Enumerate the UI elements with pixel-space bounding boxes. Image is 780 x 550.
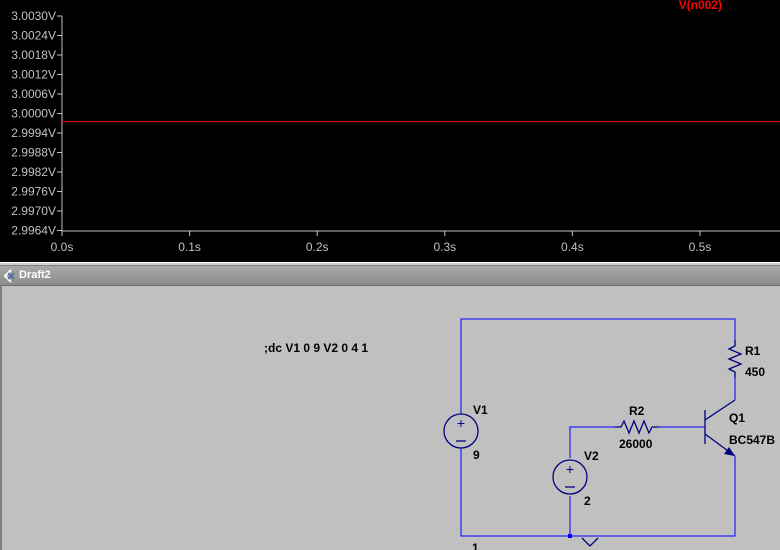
- plus-sign-icon: +: [457, 415, 465, 431]
- emitter-arrow-icon: [724, 447, 735, 456]
- q1-model[interactable]: BC547B: [729, 433, 775, 447]
- trace-label[interactable]: V(n002): [679, 0, 722, 12]
- r2-value[interactable]: 26000: [619, 437, 653, 451]
- y-tick-label: 3.0006V: [11, 87, 56, 101]
- draft-titlebar[interactable]: Draft2: [0, 266, 780, 286]
- junction-dot: [568, 534, 572, 538]
- x-tick-label: 0.0s: [51, 240, 74, 254]
- y-tick-label: 3.0018V: [11, 48, 56, 62]
- x-axis: 0.0s 0.1s 0.2s 0.3s 0.4s 0.5s: [51, 230, 780, 254]
- y-axis: 3.0030V 3.0024V 3.0018V 3.0012V 3.0006V 3.000…: [11, 9, 63, 238]
- x-tick-label: 0.5s: [689, 240, 712, 254]
- r2-name[interactable]: R2: [629, 404, 645, 418]
- resistor-r1[interactable]: R1 450: [727, 340, 765, 379]
- y-tick-label: 2.9976V: [11, 185, 56, 199]
- transistor-q1[interactable]: Q1 BC547B: [704, 399, 775, 457]
- spice-directive[interactable]: ;dc V1 0 9 V2 0 4 1: [264, 341, 368, 355]
- draft-title: Draft2: [19, 269, 51, 281]
- schematic-icon: [3, 269, 15, 283]
- wires[interactable]: [460, 318, 736, 537]
- voltage-source-v2[interactable]: + V2 2: [552, 449, 599, 508]
- x-tick-label: 0.3s: [433, 240, 456, 254]
- v2-name[interactable]: V2: [584, 449, 599, 463]
- y-tick-label: 3.0012V: [11, 68, 56, 82]
- resistor-r2[interactable]: R2 26000: [615, 404, 659, 451]
- v1-value[interactable]: 9: [473, 448, 480, 462]
- plus-sign-icon: +: [566, 461, 574, 477]
- v1-name[interactable]: V1: [473, 403, 488, 417]
- voltage-source-v1[interactable]: + V1 9: [443, 403, 488, 462]
- x-tick-label: 0.1s: [178, 240, 201, 254]
- schematic-editor[interactable]: ;dc V1 0 9 V2 0 4 1 + V1 9 + V2 2: [0, 286, 780, 550]
- schematic-canvas[interactable]: ;dc V1 0 9 V2 0 4 1 + V1 9 + V2 2: [2, 286, 780, 550]
- y-tick-label: 2.9994V: [11, 126, 56, 140]
- y-tick-label: 2.9988V: [11, 146, 56, 160]
- v2-value[interactable]: 2: [584, 494, 591, 508]
- wire-bottom[interactable]: [460, 448, 736, 537]
- r1-value[interactable]: 450: [745, 365, 765, 379]
- y-tick-label: 3.0030V: [11, 9, 56, 23]
- y-tick-label: 2.9970V: [11, 204, 56, 218]
- y-tick-label: 3.0024V: [11, 29, 56, 43]
- ground-symbol-icon[interactable]: [581, 537, 599, 547]
- q1-name[interactable]: Q1: [729, 411, 745, 425]
- x-tick-label: 0.2s: [306, 240, 329, 254]
- r1-name[interactable]: R1: [745, 344, 761, 358]
- y-tick-label: 2.9964V: [11, 224, 56, 238]
- y-tick-label: 3.0000V: [11, 107, 56, 121]
- y-tick-label: 2.9982V: [11, 165, 56, 179]
- pane-splitter[interactable]: [0, 262, 780, 266]
- waveform-plot[interactable]: V(n002) 3.0030V3.0024V3.0018V3.0012V3.00…: [0, 0, 780, 262]
- net-label[interactable]: 1: [472, 541, 479, 550]
- wire-top[interactable]: [460, 318, 736, 413]
- wire-v2-r2[interactable]: [569, 426, 615, 458]
- x-tick-label: 0.4s: [561, 240, 584, 254]
